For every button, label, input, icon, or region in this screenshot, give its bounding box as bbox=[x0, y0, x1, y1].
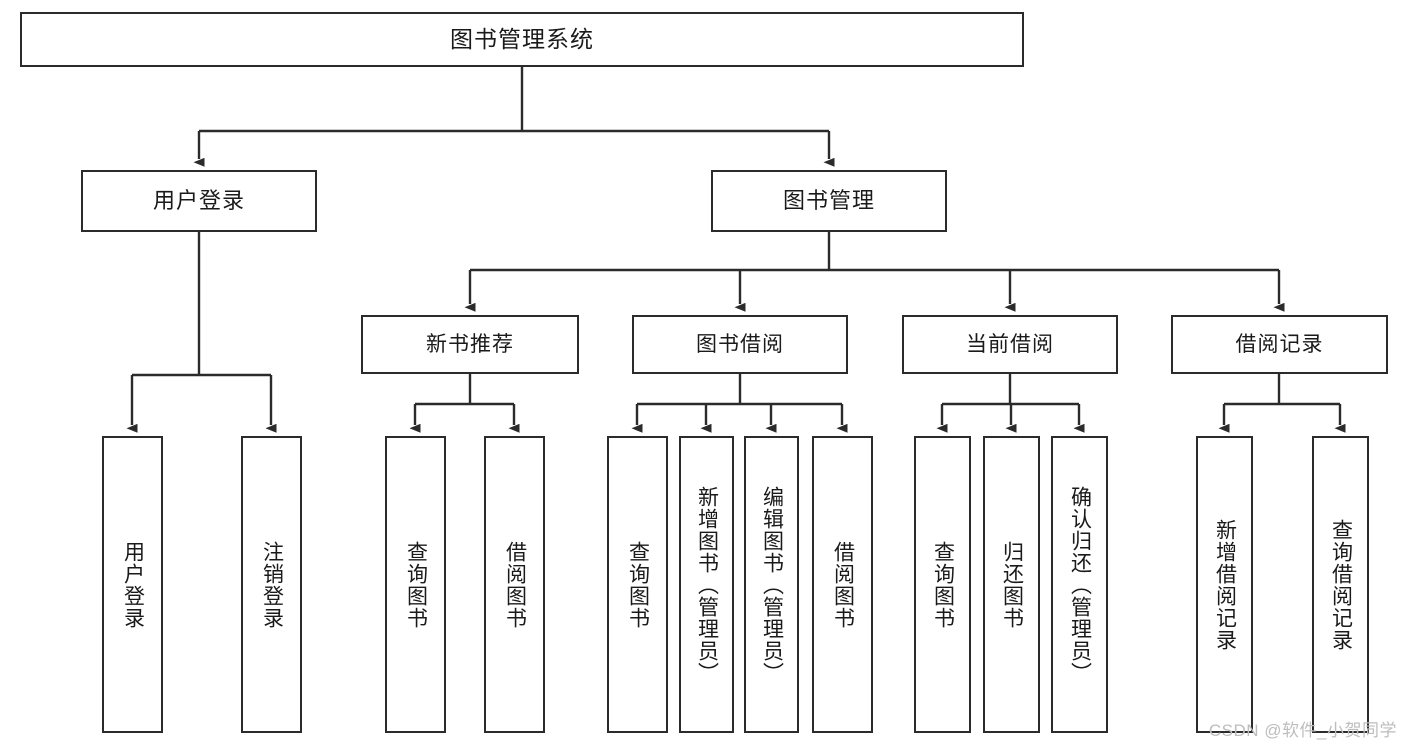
leaf-node-2-label: 查询图书 bbox=[404, 540, 428, 629]
level2-node-0-label: 用户登录 bbox=[152, 187, 245, 213]
level2-node-0: 用户登录 bbox=[81, 170, 317, 232]
leaf-node-9: 归还图书 bbox=[983, 436, 1040, 733]
leaf-node-0: 用户登录 bbox=[102, 436, 163, 733]
leaf-node-8: 查询图书 bbox=[914, 436, 971, 733]
level2-node-1: 图书管理 bbox=[711, 170, 947, 232]
leaf-node-7-label: 借阅图书 bbox=[831, 540, 855, 629]
level3-node-0: 新书推荐 bbox=[361, 315, 579, 374]
leaf-node-6: 编辑图书（管理员） bbox=[744, 436, 799, 733]
leaf-node-10: 确认归还（管理员） bbox=[1051, 436, 1108, 733]
leaf-node-3-label: 借阅图书 bbox=[503, 540, 527, 629]
leaf-node-9-label: 归还图书 bbox=[1000, 540, 1024, 629]
root-node: 图书管理系统 bbox=[20, 12, 1024, 67]
leaf-node-4-label: 查询图书 bbox=[626, 540, 650, 629]
root-node-label: 图书管理系统 bbox=[450, 25, 594, 52]
leaf-node-5-label: 新增图书（管理员） bbox=[695, 485, 719, 684]
leaf-node-7: 借阅图书 bbox=[812, 436, 873, 733]
level3-node-2-label: 当前借阅 bbox=[966, 332, 1054, 356]
csdn-watermark: CSDN @软件_小贺同学 bbox=[1208, 721, 1397, 740]
leaf-node-11-label: 新增借阅记录 bbox=[1213, 518, 1237, 651]
level3-node-2: 当前借阅 bbox=[902, 315, 1118, 374]
leaf-node-8-label: 查询图书 bbox=[931, 540, 955, 629]
leaf-node-2: 查询图书 bbox=[385, 436, 446, 733]
leaf-node-0-label: 用户登录 bbox=[121, 540, 145, 629]
level3-node-3-label: 借阅记录 bbox=[1235, 332, 1324, 356]
leaf-node-5: 新增图书（管理员） bbox=[679, 436, 734, 733]
leaf-node-6-label: 编辑图书（管理员） bbox=[760, 485, 784, 684]
leaf-node-12-label: 查询借阅记录 bbox=[1329, 518, 1353, 651]
leaf-node-4: 查询图书 bbox=[607, 436, 668, 733]
level3-node-1-label: 图书借阅 bbox=[696, 332, 784, 356]
level3-node-3: 借阅记录 bbox=[1171, 315, 1388, 374]
leaf-node-1-label: 注销登录 bbox=[260, 540, 284, 629]
leaf-node-10-label: 确认归还（管理员） bbox=[1068, 485, 1092, 684]
leaf-node-1: 注销登录 bbox=[241, 436, 302, 733]
leaf-node-12: 查询借阅记录 bbox=[1312, 436, 1369, 733]
level2-node-1-label: 图书管理 bbox=[782, 187, 875, 213]
level3-node-0-label: 新书推荐 bbox=[426, 332, 514, 356]
level3-node-1: 图书借阅 bbox=[632, 315, 848, 374]
leaf-node-11: 新增借阅记录 bbox=[1196, 436, 1253, 733]
leaf-node-3: 借阅图书 bbox=[484, 436, 545, 733]
